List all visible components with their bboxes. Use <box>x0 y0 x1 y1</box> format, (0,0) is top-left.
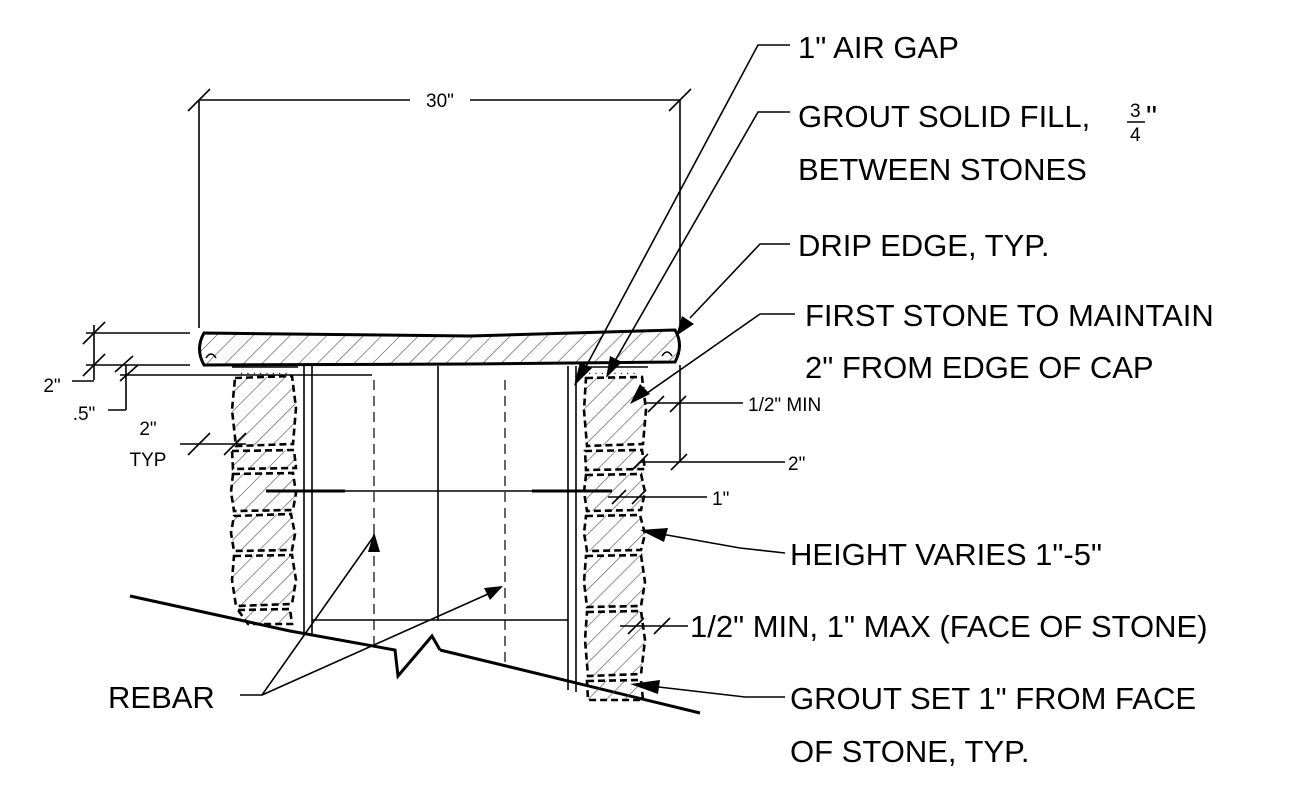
leaders <box>240 44 795 698</box>
label-grout-fill-inch: " <box>1146 99 1157 134</box>
label-height-varies: HEIGHT VARIES 1"-5" <box>790 537 1102 572</box>
core-wall <box>266 366 612 692</box>
label-first-stone-a: FIRST STONE TO MAINTAIN <box>805 298 1214 333</box>
dim-overhang-typ: TYP <box>130 450 167 471</box>
label-joint-face: 1/2" MIN, 1" MAX (FACE OF STONE) <box>690 609 1208 644</box>
drip-edge-left <box>205 353 217 359</box>
dim-right: 1/2" MIN 2" 1" <box>608 365 821 510</box>
dim-right-1: 1" <box>712 489 729 510</box>
label-grout-fill-frac-den: 4 <box>1130 125 1141 146</box>
label-grout-fill-frac-num: 3 <box>1130 101 1141 122</box>
dim-half-min: 1/2" MIN <box>748 395 821 416</box>
label-grout-set-b: OF STONE, TYP. <box>790 734 1029 769</box>
dim-cap-gap: .5" <box>73 404 96 425</box>
dim-left: 2" .5" 2" TYP <box>43 321 372 471</box>
svg-text:· · · · · · · ·: · · · · · · · · <box>588 369 636 380</box>
drip-edge-right <box>661 351 673 357</box>
label-air-gap: 1" AIR GAP <box>798 30 959 65</box>
dim-overhang-value: 2" <box>139 419 156 440</box>
label-grout-set-a: GROUT SET 1" FROM FACE <box>790 681 1196 716</box>
ground-line <box>129 594 701 715</box>
label-grout-fill-b: BETWEEN STONES <box>798 152 1087 187</box>
rebar-bars <box>373 380 506 665</box>
dim-right-2: 2" <box>788 454 805 475</box>
left-stone-veneer <box>229 374 298 626</box>
dim-cap-width-text: 30" <box>426 91 454 112</box>
label-rebar: REBAR <box>108 680 215 715</box>
right-stone-veneer <box>582 375 648 702</box>
label-first-stone-b: 2" FROM EDGE OF CAP <box>805 350 1154 385</box>
cap-stone <box>198 328 681 367</box>
dim-cap-thickness: 2" <box>43 376 60 397</box>
label-grout-fill-a: GROUT SOLID FILL, <box>798 99 1090 134</box>
dim-cap-width: 30" <box>187 88 692 328</box>
label-drip-edge: DRIP EDGE, TYP. <box>798 228 1050 263</box>
